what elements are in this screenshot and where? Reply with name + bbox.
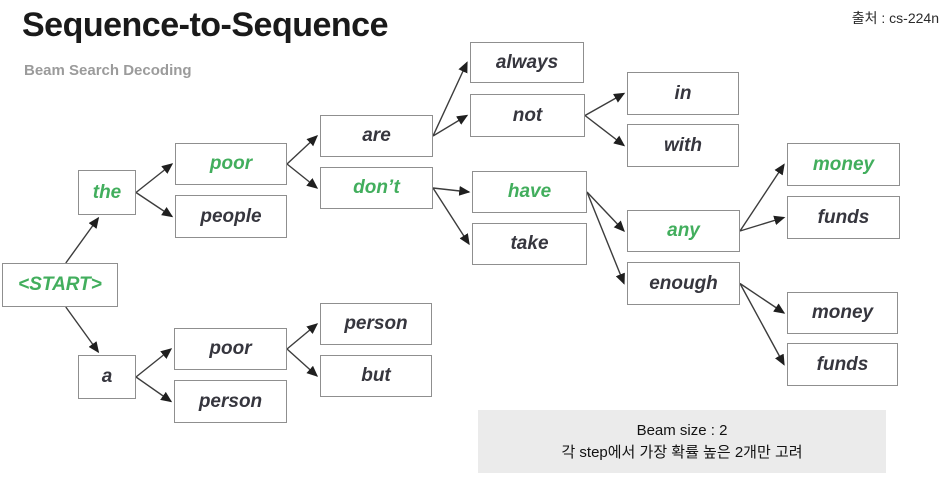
edge-poor2-but (286, 348, 319, 377)
node-take: take (472, 223, 587, 265)
edge-have-any (586, 191, 625, 233)
node-in: in (627, 72, 739, 115)
node-poor2: poor (174, 328, 287, 370)
node-label: not (512, 104, 543, 126)
edge-not-in (584, 92, 626, 117)
edge-poor2-person2 (286, 323, 319, 350)
node-but: but (320, 355, 432, 397)
beam-size-korean-line: 각 step에서 가장 확률 높은 2개만 고려 (561, 443, 803, 461)
edge-are-not (432, 114, 469, 137)
edge-start-a (65, 306, 100, 354)
node-label: people (200, 205, 262, 227)
node-label: enough (649, 272, 718, 294)
node-people: people (175, 195, 287, 238)
node-label: the (92, 181, 122, 203)
node-start: <START> (2, 263, 118, 307)
edge-start-the (65, 216, 100, 264)
node-label: poor (209, 153, 253, 174)
source-credit: 출처 : cs-224n (851, 10, 939, 26)
node-with: with (627, 124, 739, 167)
node-funds2: funds (787, 343, 898, 386)
edge-any-funds1 (739, 215, 786, 232)
node-label: poor (209, 338, 252, 359)
node-poor1: poor (175, 143, 287, 185)
node-a: a (78, 355, 136, 399)
node-label: with (664, 134, 702, 156)
node-dont: don’t (320, 167, 433, 209)
node-label: funds (816, 353, 869, 375)
node-label: but (361, 365, 391, 386)
node-label: <START> (18, 274, 102, 295)
node-label: have (507, 181, 552, 202)
node-label: any (667, 220, 700, 241)
node-label: money (812, 153, 875, 175)
node-label: funds (817, 206, 870, 228)
node-money2: money (787, 292, 898, 334)
node-label: money (811, 302, 874, 323)
edge-a-poor2 (135, 348, 173, 378)
node-person2: person (320, 303, 432, 345)
edge-dont-have (432, 186, 471, 196)
page-title: Sequence-to-Sequence (22, 6, 388, 44)
edge-poor1-are (286, 135, 319, 165)
beam-size-line: Beam size : 2 (636, 421, 728, 439)
edge-dont-take (432, 187, 470, 246)
edge-a-person1 (135, 376, 173, 403)
beam-size-note: Beam size : 2 각 step에서 가장 확률 높은 2개만 고려 (478, 410, 886, 473)
node-money1: money (787, 143, 900, 186)
edge-poor1-dont (286, 163, 319, 189)
node-have: have (472, 171, 587, 213)
node-label: in (674, 82, 692, 104)
edge-enough-money2 (739, 282, 786, 314)
node-funds1: funds (787, 196, 900, 239)
edge-not-with (584, 114, 626, 147)
edge-are-always (432, 61, 468, 137)
node-label: person (198, 390, 263, 412)
edge-enough-funds2 (739, 283, 785, 366)
node-not: not (470, 94, 585, 137)
node-label: don’t (353, 177, 400, 198)
edge-the-poor1 (135, 163, 174, 194)
node-label: always (495, 51, 559, 73)
edge-have-enough (586, 191, 625, 285)
edge-the-people (135, 191, 174, 218)
node-enough: enough (627, 262, 740, 305)
page-subtitle: Beam Search Decoding (24, 62, 192, 79)
node-label: person (344, 313, 408, 334)
node-label: a (101, 366, 113, 387)
node-the: the (78, 170, 136, 215)
node-label: are (362, 125, 391, 146)
node-label: take (510, 233, 549, 254)
edge-any-money1 (739, 163, 785, 232)
node-any: any (627, 210, 740, 252)
node-person1: person (174, 380, 287, 423)
node-are: are (320, 115, 433, 157)
node-always: always (470, 42, 584, 83)
